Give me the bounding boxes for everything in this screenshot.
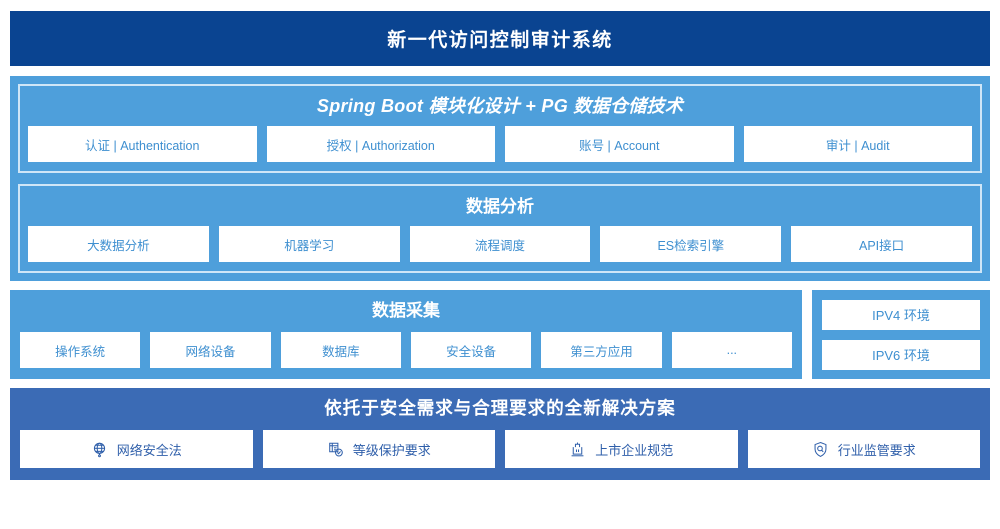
collection-item-security-device[interactable]: 安全设备	[410, 332, 532, 368]
solution-item-label: 等级保护要求	[352, 442, 431, 458]
analysis-item-workflow[interactable]: 流程调度	[409, 226, 591, 262]
solution-item-label: 行业监管要求	[837, 442, 916, 458]
analysis-panel-title: 数据分析	[466, 197, 534, 216]
platform-item-account[interactable]: 账号 | Account	[505, 126, 734, 162]
analysis-item-row: 大数据分析 机器学习 流程调度 ES检索引擎 API接口	[28, 226, 972, 262]
solution-item-listed-company[interactable]: 上市企业规范	[505, 430, 738, 468]
environment-item-ipv4[interactable]: IPV4 环境	[822, 299, 980, 330]
bank-building-icon	[569, 441, 586, 458]
platform-item-audit[interactable]: 审计 | Audit	[743, 126, 972, 162]
document-check-icon	[327, 441, 344, 458]
analysis-item-es-search[interactable]: ES检索引擎	[600, 226, 782, 262]
solution-item-cybersecurity-law[interactable]: 网络安全法	[20, 430, 253, 468]
collection-item-row: 操作系统 网络设备 数据库 安全设备 第三方应用 ...	[20, 332, 792, 368]
analysis-panel: 数据分析 大数据分析 机器学习 流程调度 ES检索引擎 API接口	[18, 184, 982, 273]
solution-item-label: 上市企业规范	[595, 442, 674, 458]
solution-item-industry-regulation[interactable]: 行业监管要求	[747, 430, 980, 468]
environment-item-ipv6[interactable]: IPV6 环境	[822, 339, 980, 370]
platform-item-authentication[interactable]: 认证 | Authentication	[28, 126, 257, 162]
analysis-item-bigdata[interactable]: 大数据分析	[28, 226, 209, 262]
shield-search-icon	[812, 441, 829, 458]
analysis-item-machine-learning[interactable]: 机器学习	[218, 226, 400, 262]
platform-panel-title: Spring Boot 模块化设计 + PG 数据仓储技术	[316, 96, 684, 116]
solution-item-row: 网络安全法 等级保护要求	[20, 430, 980, 468]
collection-item-database[interactable]: 数据库	[280, 332, 401, 368]
environment-panel: IPV4 环境 IPV6 环境	[812, 290, 990, 379]
collection-panel-title: 数据采集	[372, 301, 440, 320]
header-bar: 新一代访问控制审计系统	[10, 11, 990, 66]
upper-panel-group: Spring Boot 模块化设计 + PG 数据仓储技术 认证 | Authe…	[10, 76, 990, 281]
platform-panel: Spring Boot 模块化设计 + PG 数据仓储技术 认证 | Authe…	[18, 84, 982, 173]
solution-panel-title: 依托于安全需求与合理要求的全新解决方案	[324, 398, 676, 418]
globe-network-icon	[91, 441, 108, 458]
collection-row: 数据采集 操作系统 网络设备 数据库 安全设备 第三方应用 ... IPV4 环…	[10, 290, 990, 379]
collection-item-os[interactable]: 操作系统	[20, 332, 141, 368]
platform-item-row: 认证 | Authentication 授权 | Authorization 账…	[28, 126, 972, 162]
platform-item-authorization[interactable]: 授权 | Authorization	[266, 126, 495, 162]
analysis-item-api[interactable]: API接口	[791, 226, 972, 262]
collection-item-network-device[interactable]: 网络设备	[150, 332, 271, 368]
collection-item-third-party-app[interactable]: 第三方应用	[541, 332, 662, 368]
solution-panel: 依托于安全需求与合理要求的全新解决方案	[10, 388, 990, 480]
solution-item-label: 网络安全法	[116, 442, 182, 458]
sections-stack: Spring Boot 模块化设计 + PG 数据仓储技术 认证 | Authe…	[10, 66, 990, 491]
collection-panel: 数据采集 操作系统 网络设备 数据库 安全设备 第三方应用 ...	[10, 290, 802, 379]
collection-item-more[interactable]: ...	[671, 332, 792, 368]
solution-item-grade-protection[interactable]: 等级保护要求	[262, 430, 495, 468]
page-title: 新一代访问控制审计系统	[387, 30, 613, 51]
